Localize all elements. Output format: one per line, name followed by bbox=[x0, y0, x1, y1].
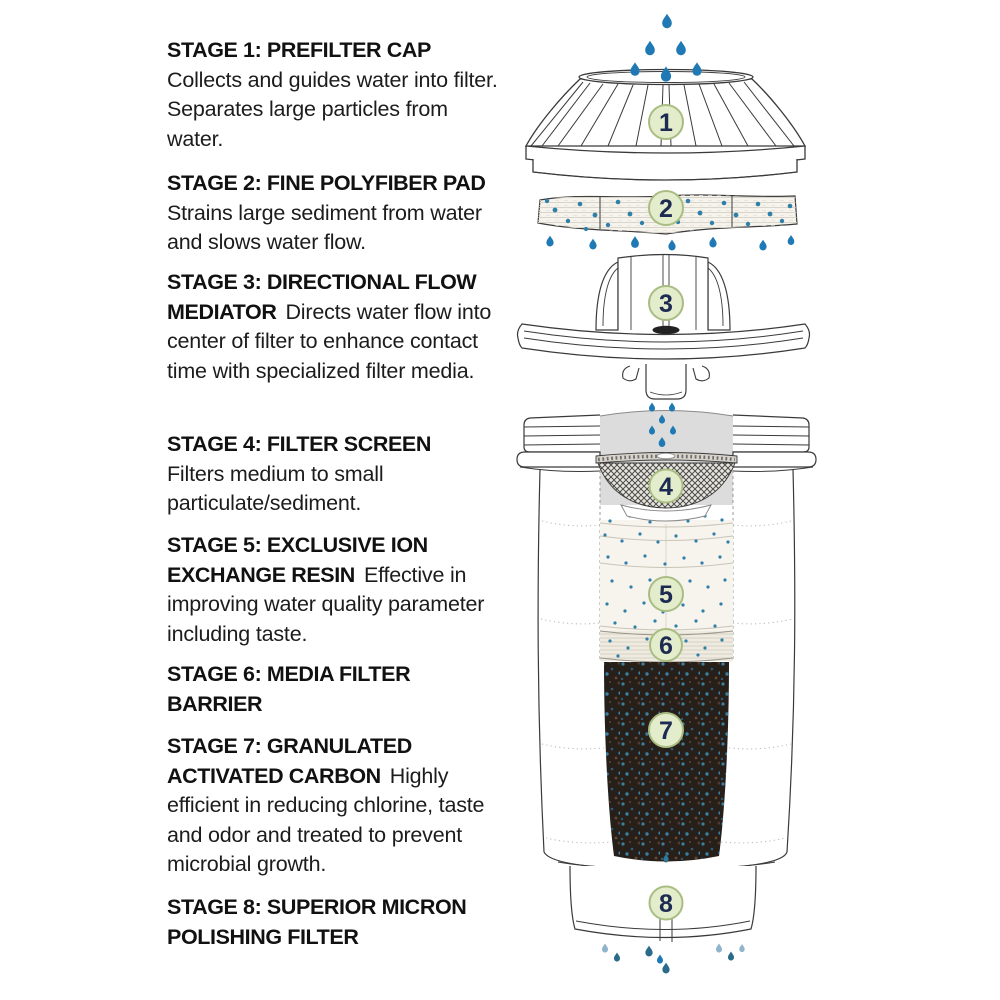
filter-body-illustration bbox=[516, 402, 817, 870]
svg-text:7: 7 bbox=[659, 717, 673, 745]
stage-4-body: Filters medium to small particulate/sedi… bbox=[167, 461, 384, 516]
stage-4-text: STAGE 4: FILTER SCREEN Filters medium to… bbox=[167, 430, 509, 519]
svg-text:1: 1 bbox=[659, 109, 673, 137]
stage-3-body: Directs water flow into center of filter… bbox=[167, 299, 492, 383]
stage-1-body: Collects and guides water into filter. S… bbox=[167, 67, 498, 151]
stage-2-text: STAGE 2: FINE POLYFIBER PAD Strains larg… bbox=[167, 169, 509, 258]
stage-7-heading: STAGE 7: GRANULATED ACTIVATED CARBON bbox=[167, 734, 412, 788]
stage-5-resin-illustration bbox=[599, 514, 734, 631]
stage-3-mediator-illustration bbox=[516, 253, 811, 400]
stage-2-heading: STAGE 2: FINE POLYFIBER PAD bbox=[167, 171, 486, 195]
stage-8-heading: STAGE 8: SUPERIOR MICRON POLISHING FILTE… bbox=[167, 895, 467, 949]
stage-2-body: Strains large sediment from water and sl… bbox=[167, 200, 482, 255]
stage-4-badge: 4 bbox=[648, 468, 684, 504]
svg-text:2: 2 bbox=[659, 195, 673, 223]
stage-5-body: Effective in improving water quality par… bbox=[167, 562, 485, 646]
svg-text:3: 3 bbox=[659, 290, 673, 318]
stage-6-badge: 6 bbox=[649, 628, 683, 662]
svg-text:8: 8 bbox=[659, 890, 673, 918]
stage-3-heading: STAGE 3: DIRECTIONAL FLOW MEDIATOR bbox=[167, 270, 477, 324]
water-droplets-bottom bbox=[602, 943, 745, 974]
stage-8-text: STAGE 8: SUPERIOR MICRON POLISHING FILTE… bbox=[167, 893, 509, 952]
stage-6-text: STAGE 6: MEDIA FILTER BARRIER bbox=[167, 660, 509, 719]
stage-7-carbon-illustration bbox=[604, 662, 729, 863]
svg-text:6: 6 bbox=[659, 632, 673, 660]
stage-4-screen-illustration bbox=[595, 452, 738, 522]
stage-7-badge: 7 bbox=[648, 712, 684, 748]
svg-text:5: 5 bbox=[659, 581, 673, 609]
stage-3-badge: 3 bbox=[648, 285, 684, 321]
stage-5-heading: STAGE 5: EXCLUSIVE ION EXCHANGE RESIN bbox=[167, 533, 428, 587]
stage-6-heading: STAGE 6: MEDIA FILTER BARRIER bbox=[167, 662, 411, 716]
stage-1-text: STAGE 1: PREFILTER CAP Collects and guid… bbox=[167, 36, 509, 154]
stage-2-badge: 2 bbox=[648, 190, 684, 226]
stage-5-badge: 5 bbox=[648, 576, 684, 612]
water-filter-diagram: 1 2 bbox=[516, 13, 817, 974]
stage-4-heading: STAGE 4: FILTER SCREEN bbox=[167, 432, 431, 456]
stage-8-badge: 8 bbox=[648, 885, 684, 921]
stage-7-body: Highly efficient in reducing chlorine, t… bbox=[167, 763, 485, 877]
water-droplets-below-pad bbox=[546, 235, 795, 251]
svg-text:4: 4 bbox=[659, 473, 673, 501]
stage-1-badge: 1 bbox=[648, 104, 684, 140]
stage-1-heading: STAGE 1: PREFILTER CAP bbox=[167, 38, 431, 62]
